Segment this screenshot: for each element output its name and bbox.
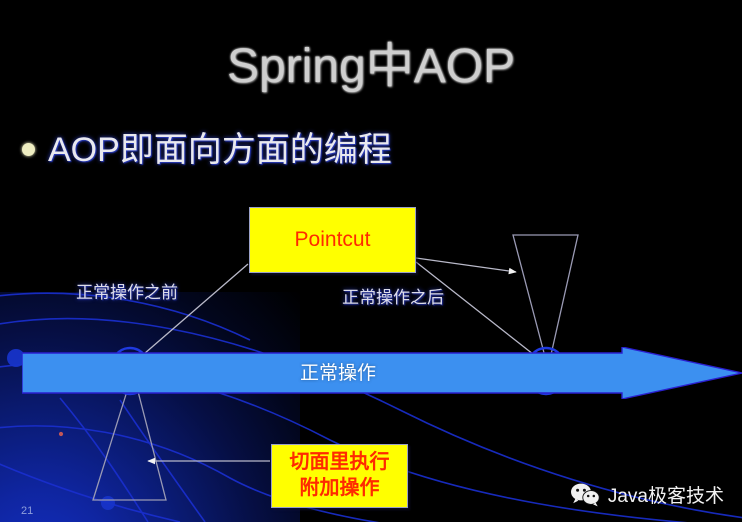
connector-pointcut-to-right-joinpoint <box>415 261 539 359</box>
bullet-dot-icon <box>22 143 35 156</box>
annotation-before: 正常操作之前 <box>76 283 178 302</box>
flow-arrow-label: 正常操作 <box>300 363 377 384</box>
page-number: 21 <box>21 505 34 517</box>
annotation-after: 正常操作之后 <box>342 288 444 307</box>
page-title: Spring中AOP <box>226 40 516 93</box>
pointcut-box-label: Pointcut <box>294 227 371 251</box>
background-glow <box>0 292 300 522</box>
watermark: Java极客技术 <box>570 481 724 508</box>
flow-arrow-shape <box>22 347 742 399</box>
connector-pointcut-to-right-cone <box>415 257 517 275</box>
wechat-icon <box>570 483 600 506</box>
pointcut-box[interactable]: Pointcut <box>249 207 416 273</box>
watermark-text: Java极客技术 <box>607 486 724 507</box>
decor-dot-small <box>58 431 64 437</box>
decor-dot-medium <box>101 496 115 510</box>
bullet-row: AOP即面向方面的编程 <box>22 122 392 171</box>
aspect-box[interactable]: 切面里执行 附加操作 <box>271 444 408 508</box>
bullet-text: AOP即面向方面的编程 <box>48 131 392 169</box>
aspect-box-line1: 切面里执行 <box>289 451 390 474</box>
aspect-box-line2: 附加操作 <box>299 477 380 499</box>
